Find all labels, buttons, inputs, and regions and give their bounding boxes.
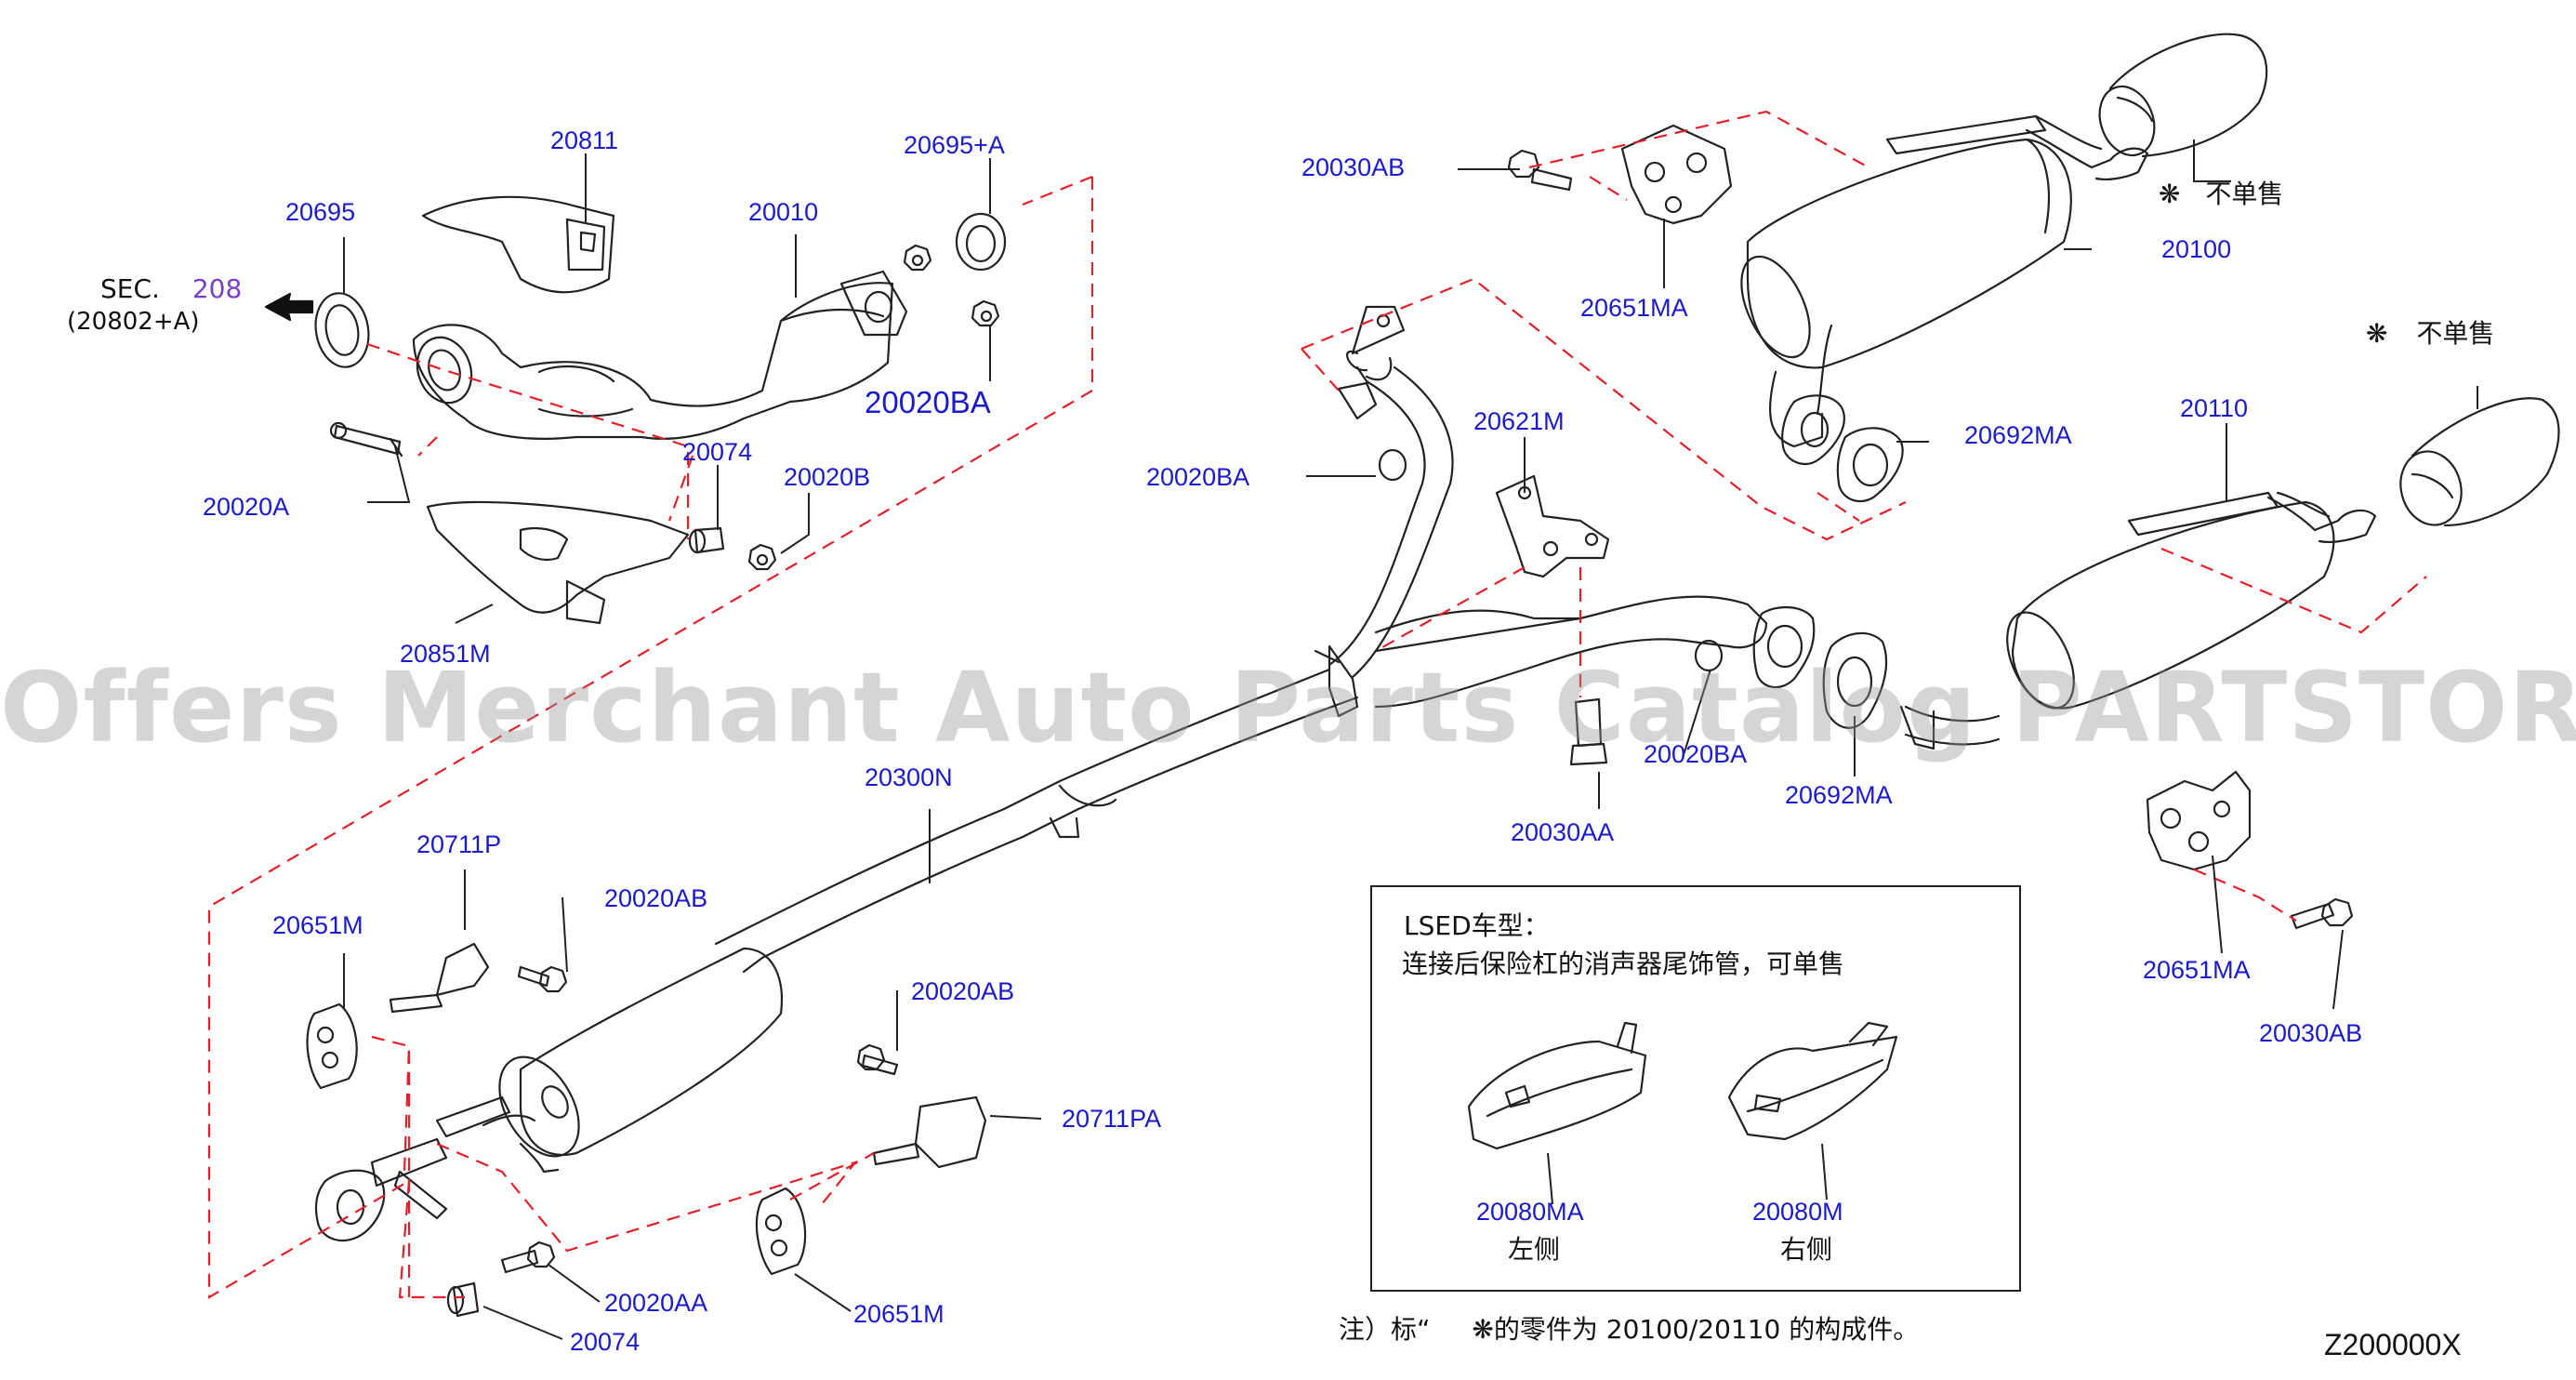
- part-label-20074-bottom[interactable]: 20074: [570, 1328, 641, 1356]
- finisher-20080M: [1727, 1035, 1898, 1141]
- lsed-title: LSED车型：: [1404, 910, 1550, 941]
- part-label-20020AB-b[interactable]: 20020AB: [911, 977, 1015, 1005]
- part-label-20692MA-top[interactable]: 20692MA: [1964, 421, 2072, 449]
- heat-insulator-20851M: [426, 500, 690, 614]
- hanger-20651MA-top: [1620, 124, 1733, 225]
- part-label-20074-top[interactable]: 20074: [682, 438, 753, 466]
- not-sold-text: 不单售: [2416, 318, 2495, 349]
- part-label-20695A[interactable]: 20695+A: [904, 131, 1005, 159]
- part-label-20692MA-bottom[interactable]: 20692MA: [1785, 781, 1893, 809]
- pre-muffler: [519, 947, 783, 1156]
- lsed-info-box: [1370, 885, 2021, 1292]
- rubber-mount-20651M-bottom: [755, 1187, 807, 1276]
- center-pipe-20300N: [1328, 644, 1359, 718]
- bolt-20020AB-a: [517, 965, 550, 988]
- part-label-20020AB-a[interactable]: 20020AB: [604, 884, 708, 912]
- gasket-20692MA-top: [1836, 427, 1904, 503]
- part-label-20020A[interactable]: 20020A: [203, 493, 290, 521]
- not-sold-text: 不单售: [2205, 179, 2284, 209]
- snowflake-icon: ❋: [1472, 1314, 1494, 1345]
- part-label-20300N[interactable]: 20300N: [865, 763, 953, 791]
- part-label-20020BA-mid[interactable]: 20020BA: [1146, 463, 1250, 491]
- part-label-20711P[interactable]: 20711P: [416, 830, 502, 858]
- snowflake-icon: ❋: [2366, 318, 2388, 349]
- part-label-20100[interactable]: 20100: [2161, 235, 2232, 263]
- bolt-20020AB-b: [861, 1054, 899, 1076]
- tail-tip-top: [2098, 85, 2156, 157]
- part-label-20030AB-top[interactable]: 20030AB: [1301, 153, 1406, 181]
- part-label-20020BA-right[interactable]: 20020BA: [1644, 740, 1748, 768]
- gasket-20695: [314, 292, 370, 368]
- watermark: Offers Merchant Auto Parts Catalog PARTS…: [0, 651, 2576, 764]
- part-label-20020AA[interactable]: 20020AA: [604, 1289, 708, 1317]
- not-sold-note-right: ❋ 不单售: [2366, 321, 2494, 347]
- part-label-20695[interactable]: 20695: [285, 198, 356, 226]
- sec-sub-ref: (20802+A): [67, 308, 200, 336]
- lsed-subtitle: 连接后保险杠的消声器尾饰管，可单售: [1402, 949, 1845, 979]
- snowflake-icon: ❋: [2159, 179, 2181, 209]
- hanger-20651MA-right: [2146, 770, 2252, 871]
- part-label-20651MA-top[interactable]: 20651MA: [1580, 294, 1688, 322]
- heat-insulator-20811: [421, 195, 615, 294]
- sec-prefix: SEC.: [100, 273, 160, 304]
- flange-right: [1752, 605, 1816, 689]
- sec-arrow-icon: [264, 292, 314, 322]
- bolt-20030AB-right: [2290, 902, 2335, 930]
- sec-number[interactable]: 208: [192, 273, 243, 304]
- part-label-20621M[interactable]: 20621M: [1473, 407, 1565, 435]
- part-label-20020B[interactable]: 20020B: [784, 463, 871, 491]
- muffler-20100: [1746, 138, 2072, 369]
- nut-20020BA-mid: [1378, 448, 1407, 482]
- part-label-20030AB-right[interactable]: 20030AB: [2259, 1019, 2363, 1047]
- part-label-20110[interactable]: 20110: [2180, 394, 2249, 422]
- part-label-20010[interactable]: 20010: [748, 198, 819, 226]
- grommet-20074-top: [694, 526, 725, 554]
- catalytic-converter-20010: [412, 282, 894, 440]
- guide-front-box: [207, 175, 1094, 1299]
- lsed-left-side: 左侧: [1508, 1234, 1561, 1265]
- part-label-20651MA-right[interactable]: 20651MA: [2143, 956, 2251, 984]
- footnote: 注）标“ ❋的零件为 20100/20110 的构成件。: [1339, 1317, 1919, 1343]
- part-label-20811[interactable]: 20811: [550, 126, 619, 154]
- bolt-20020AA: [500, 1249, 539, 1274]
- finisher-20080MA: [1467, 1040, 1647, 1150]
- part-label-20651M-left[interactable]: 20651M: [272, 911, 363, 939]
- part-label-20851M[interactable]: 20851M: [400, 640, 491, 668]
- part-label-20711PA[interactable]: 20711PA: [1062, 1105, 1162, 1133]
- gasket-20695A: [955, 212, 1007, 272]
- sec-ref[interactable]: SEC. 208: [100, 276, 242, 302]
- part-label-20020BA-top[interactable]: 20020BA: [865, 385, 991, 419]
- grommet-20074-bottom: [452, 1281, 480, 1318]
- lsed-right-side: 右侧: [1780, 1234, 1833, 1265]
- nut-20020BA-right: [1694, 639, 1724, 672]
- stay-20711P: [435, 942, 490, 997]
- diagram-code: Z200000X: [2324, 1328, 2462, 1361]
- part-label-20080MA[interactable]: 20080MA: [1476, 1198, 1584, 1226]
- hanger-20621M: [1495, 474, 1610, 578]
- tail-tip-right: [2399, 450, 2463, 526]
- part-label-20030AA[interactable]: 20030AA: [1511, 818, 1615, 846]
- rubber-mount-20651M-left: [306, 1002, 358, 1090]
- part-label-20651M-bottom[interactable]: 20651M: [853, 1300, 945, 1328]
- footnote-post: 的零件为 20100/20110 的构成件。: [1493, 1314, 1920, 1345]
- part-label-20080M[interactable]: 20080M: [1752, 1198, 1843, 1226]
- not-sold-note-top: ❋ 不单售: [2159, 181, 2283, 207]
- footnote-pre: 注）标“: [1339, 1314, 1431, 1345]
- stay-20711PA: [914, 1095, 987, 1169]
- nut-20020BA-top: [903, 244, 932, 272]
- gasket-20692MA-bottom: [1822, 631, 1888, 729]
- nut-20020B: [747, 543, 777, 571]
